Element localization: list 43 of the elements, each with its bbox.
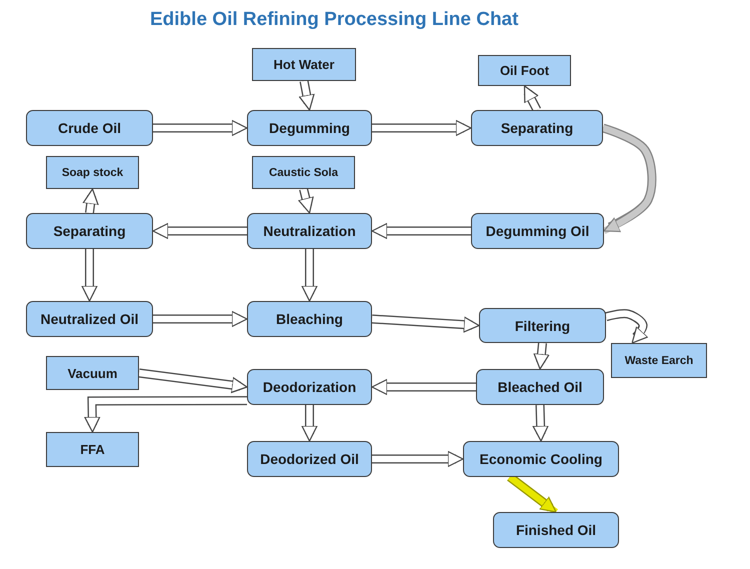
process-box <box>247 369 372 405</box>
node-label: Bleaching <box>276 311 343 327</box>
input-box <box>252 48 356 81</box>
node-label: Separating <box>53 223 126 239</box>
process-box <box>471 213 604 249</box>
node-label: Finished Oil <box>516 522 596 538</box>
input-box <box>46 432 139 467</box>
node-label: Separating <box>500 120 574 136</box>
input-box <box>46 356 139 390</box>
node-label: Oil Foot <box>500 63 550 78</box>
node-label: Deodorized Oil <box>260 451 359 467</box>
process-box <box>247 110 372 146</box>
node-label: Neutralization <box>263 223 356 239</box>
input-box <box>46 156 139 189</box>
process-box <box>493 512 619 548</box>
node-label: Crude Oil <box>58 120 121 136</box>
node-label: Caustic Sola <box>268 166 338 178</box>
input-box <box>478 55 571 86</box>
node-label: Economic Cooling <box>480 451 602 467</box>
process-box <box>247 441 372 477</box>
node-label: Hot Water <box>274 57 334 72</box>
process-box <box>471 110 603 146</box>
process-box <box>479 308 606 343</box>
node-label: Soap stock <box>62 166 124 178</box>
process-box <box>463 441 619 477</box>
node-label: Filtering <box>514 318 570 334</box>
node-label: Waste Earch <box>624 354 694 366</box>
process-box <box>476 369 604 405</box>
process-box <box>26 110 153 146</box>
process-box <box>247 213 372 249</box>
node-label: Degumming Oil <box>486 223 590 239</box>
node-label: FFA <box>80 442 105 457</box>
input-box <box>252 156 355 189</box>
input-box <box>611 343 707 378</box>
node-label: Deodorization <box>262 379 356 395</box>
diagram-title: Edible Oil Refining Processing Line Chat <box>150 9 518 31</box>
process-box <box>26 213 153 249</box>
process-box <box>247 301 372 337</box>
node-label: Bleached Oil <box>498 379 582 395</box>
process-box <box>26 301 153 337</box>
node-label: Vacuum <box>68 366 118 380</box>
node-label: Neutralized Oil <box>40 311 139 327</box>
node-label: Degumming <box>269 120 350 136</box>
